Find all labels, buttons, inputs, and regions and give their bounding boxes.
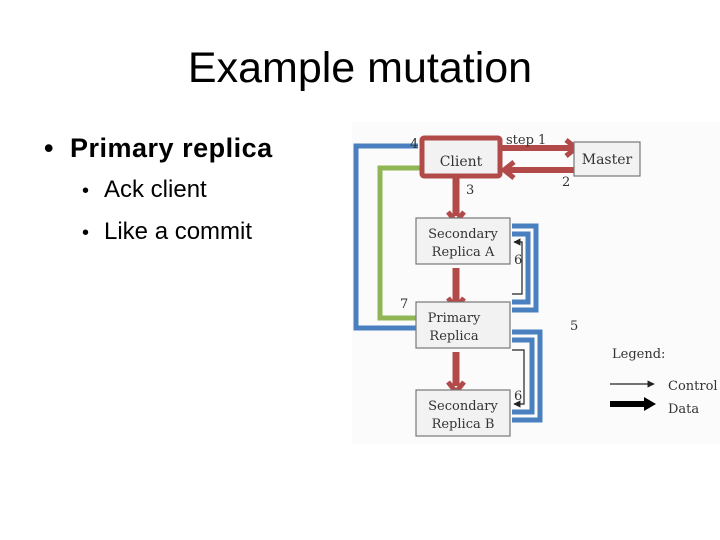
legend-data-label: Data [668,402,699,417]
bullet-text: Primary replica [70,133,273,163]
bullet-primary-replica: • Primary replica [44,133,273,164]
secondary-b-label-line1: Secondary [428,399,498,414]
slide-title: Example mutation [187,44,533,92]
primary-label-line1: Primary [428,311,481,326]
step5-highlight-a [512,223,539,313]
secondary-replica-a-box [415,217,511,265]
secondary-replica-b-box [415,389,511,437]
step-label-3: 3 [466,183,474,198]
step6-highlight-a [512,231,531,305]
master-box [573,141,641,177]
primary-label-line2: Replica [429,329,478,344]
client-label: Client [440,154,483,170]
step2-highlight [499,160,516,180]
step4-highlight [353,143,420,331]
master-label: Master [582,152,633,168]
bullet-dot: • [82,180,90,202]
bullet-dot: • [44,133,54,163]
control-arrow-6b [512,349,525,408]
step5-highlight-b [512,329,543,423]
step-label-6b: 6 [514,389,522,404]
secondary-b-label-line2: Replica B [432,417,495,432]
bullet-dot: • [82,222,90,244]
control-arrow-6a [512,238,523,295]
secondary-a-label-line1: Secondary [428,227,498,242]
sub-bullet-like-commit: • Like a commit [82,218,252,246]
primary-replica-box [415,301,511,349]
step-label-2: 2 [562,175,570,190]
step-label-4: 4 [410,137,418,152]
step6-highlight-b [512,337,535,415]
sub-bullet-text: Like a commit [104,218,253,245]
client-box [419,135,503,179]
step-label-6a: 6 [514,253,522,268]
step-label-1: step 1 [506,133,546,148]
secondary-a-label-line2: Replica A [432,245,495,260]
sub-bullet-text: Ack client [104,176,207,203]
mutation-flow-diagram: Client Master Secondary Replica A Primar… [352,122,720,444]
sub-bullet-ack-client: • Ack client [82,176,207,204]
legend-control-label: Control [668,379,718,394]
legend-title: Legend: [612,347,665,362]
legend-data-arrowhead [644,397,656,411]
step-label-5: 5 [570,319,578,334]
step7-highlight [377,165,420,321]
step-label-7: 7 [400,297,408,312]
